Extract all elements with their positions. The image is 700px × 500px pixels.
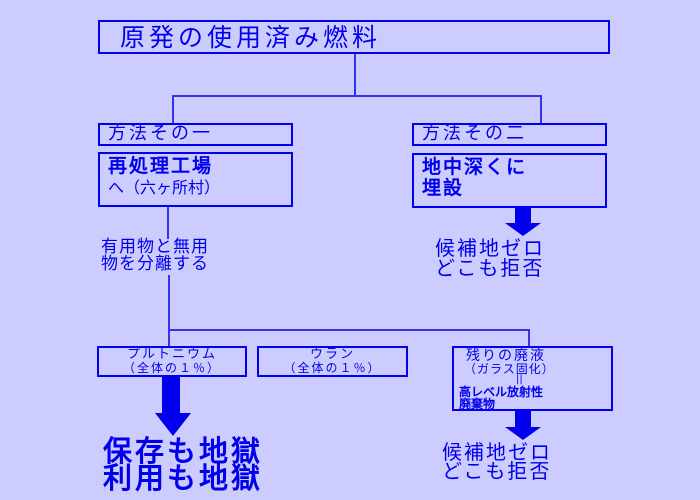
method2-result-line2: どこも拒否 [435, 256, 545, 280]
waste-line1: 残りの廃液 [466, 348, 546, 364]
connector [540, 95, 542, 123]
plutonium-line1: プルトニウム [126, 347, 217, 362]
waste-result-line2: どこも拒否 [442, 459, 552, 483]
arrow-down-icon [505, 208, 541, 236]
arrow-down-icon [155, 377, 191, 436]
connector [528, 329, 530, 347]
reprocessing-box: 再処理工場 へ（六ヶ所村） [98, 152, 293, 207]
plutonium-line2: （全体の１％） [122, 361, 221, 375]
burial-box: 地中深くに 埋設 [412, 153, 607, 208]
burial-line2: 埋設 [422, 177, 465, 199]
waste-line4: 廃棄物 [459, 397, 496, 411]
arrow-down-icon [505, 411, 541, 440]
connector [168, 329, 530, 331]
title-box: 原発の使用済み燃料 [98, 20, 610, 54]
waste-result-line1: 候補地ゼロ [442, 440, 552, 464]
separation-line2: 物を分離する [101, 254, 209, 274]
reprocessing-line1: 再処理工場 [108, 155, 214, 177]
separation-line1: 有用物と無用 [101, 237, 209, 257]
waste-line2: （ガラス固化） [464, 362, 555, 376]
title: 原発の使用済み燃料 [120, 23, 382, 52]
conclusion-line1: 保存も地獄 [103, 434, 264, 468]
method2-label-box: 方法その二 [412, 123, 607, 146]
uranium-line2: （全体の１％） [283, 361, 382, 375]
plutonium-box: プルトニウム （全体の１％） [97, 346, 247, 377]
connector [172, 95, 174, 123]
connector [354, 54, 356, 96]
connector [167, 207, 169, 239]
uranium-line1: ウラン [309, 347, 355, 362]
method1-label-box: 方法その一 [98, 123, 293, 146]
method2-result-line1: 候補地ゼロ [435, 236, 545, 260]
connector [168, 275, 170, 347]
conclusion-line2: 利用も地獄 [103, 461, 264, 495]
waste-line3: 高レベル放射性 [459, 385, 544, 399]
waste-box: 残りの廃液 （ガラス固化） || 高レベル放射性 廃棄物 [452, 346, 613, 411]
equals-sign: || [516, 374, 523, 385]
connector [172, 95, 542, 97]
uranium-box: ウラン （全体の１％） [257, 346, 408, 377]
reprocessing-line2: へ（六ヶ所村） [108, 178, 221, 197]
burial-line1: 地中深くに [422, 156, 528, 178]
method1-label: 方法その一 [108, 123, 213, 144]
method2-label: 方法その二 [422, 123, 527, 144]
